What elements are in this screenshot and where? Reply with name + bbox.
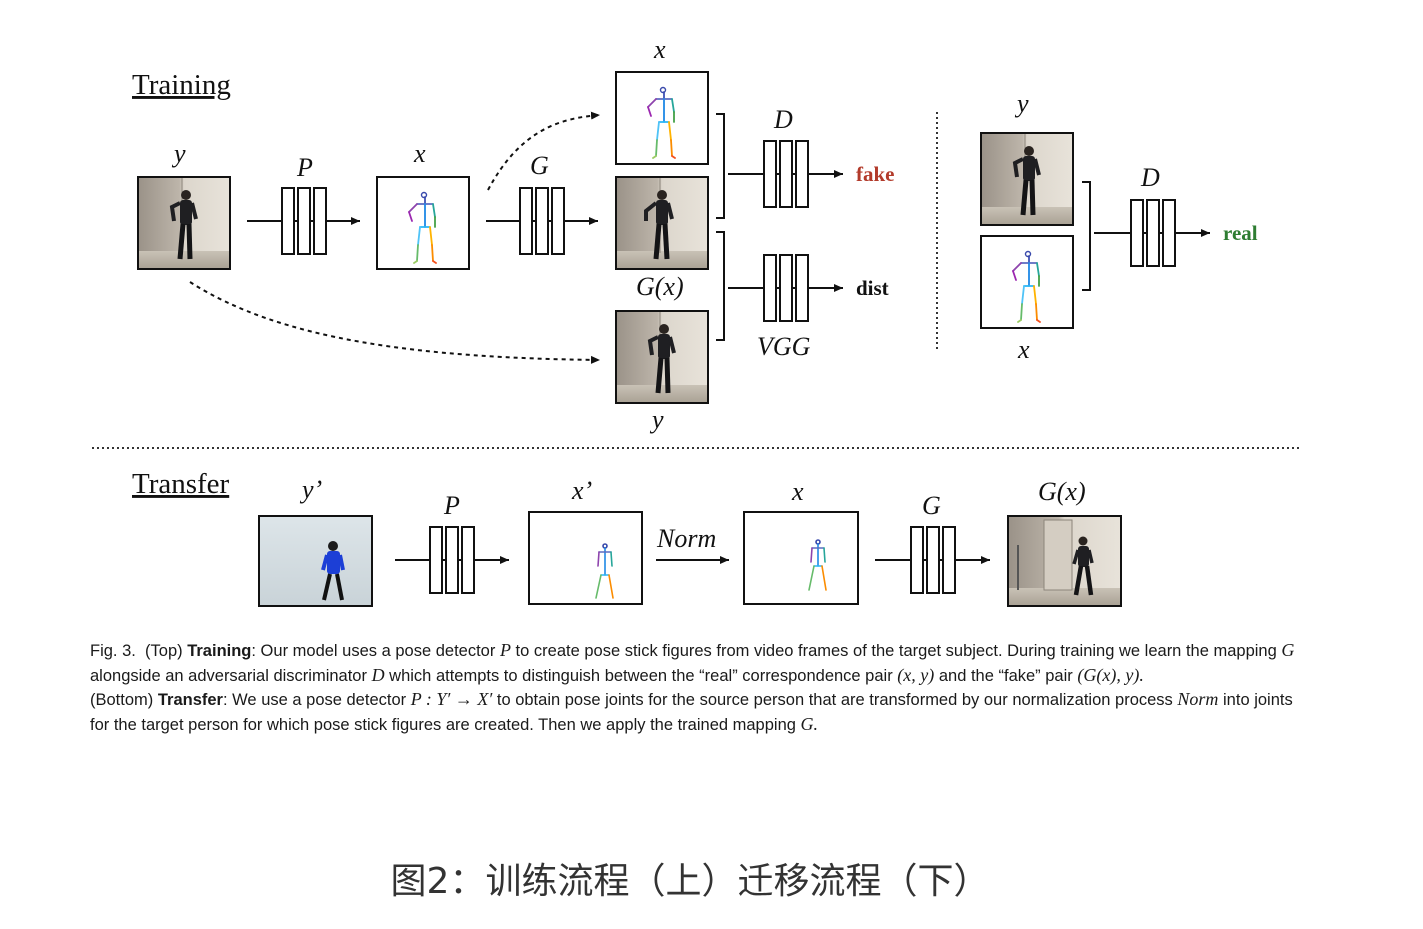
pose-detector-P-block-transfer	[429, 526, 475, 594]
label-x-right: x	[1017, 335, 1030, 364]
figure-caption: Fig. 3. (Top) Training: Our model uses a…	[90, 640, 1295, 734]
label-x-transfer: x	[791, 477, 804, 506]
vgg-block	[763, 254, 809, 322]
bracket-D-inputs	[716, 113, 725, 219]
output-fake: fake	[856, 162, 895, 186]
real-pose-x	[980, 235, 1074, 329]
pose-detector-P-block	[281, 187, 327, 255]
output-dist: dist	[856, 276, 889, 300]
discriminator-D-block	[763, 140, 809, 208]
chinese-caption: 图2：训练流程（上）迁移流程（下）	[390, 861, 990, 902]
generator-G-block	[519, 187, 565, 255]
label-y-prime: y’	[299, 475, 322, 504]
source-photo-y-prime	[258, 515, 373, 607]
input-photo-y	[138, 177, 230, 269]
label-D-right: D	[1140, 163, 1160, 192]
dashed-arrow-x-to-top	[487, 111, 601, 191]
source-pose-x-prime	[528, 511, 643, 605]
label-P: P	[296, 153, 313, 182]
bracket-real-inputs	[1082, 181, 1091, 291]
real-photo-y	[981, 133, 1073, 225]
bracket-VGG-inputs	[716, 231, 725, 341]
label-Norm: Norm	[656, 524, 716, 553]
pose-stick-figure-x	[376, 176, 470, 270]
dashed-arrow-y-to-bottom	[189, 281, 601, 364]
normalized-pose-x	[743, 511, 859, 605]
generator-G-block-transfer	[910, 526, 956, 594]
label-x-prime: x’	[571, 476, 592, 505]
discriminator-D-block-right	[1130, 199, 1176, 267]
label-VGG: VGG	[757, 332, 811, 361]
label-x-pose: x	[413, 139, 426, 168]
training-title: Training	[132, 69, 231, 101]
pose-stick-figure-x-top	[615, 71, 709, 165]
label-Gx: G(x)	[636, 272, 684, 301]
output-real: real	[1223, 221, 1258, 245]
label-G: G	[530, 151, 549, 180]
label-Gx-transfer: G(x)	[1038, 477, 1086, 506]
label-x-top: x	[653, 35, 666, 64]
label-y-bottom: y	[649, 405, 664, 434]
output-photo-Gx	[1007, 515, 1122, 607]
label-y-input: y	[171, 139, 186, 168]
transfer-title: Transfer	[132, 468, 230, 500]
label-G-transfer: G	[922, 491, 941, 520]
label-P-transfer: P	[443, 491, 460, 520]
label-D: D	[773, 105, 793, 134]
target-photo-y-bottom	[616, 311, 708, 403]
label-y-right: y	[1014, 89, 1029, 118]
generated-photo-Gx	[616, 177, 708, 269]
